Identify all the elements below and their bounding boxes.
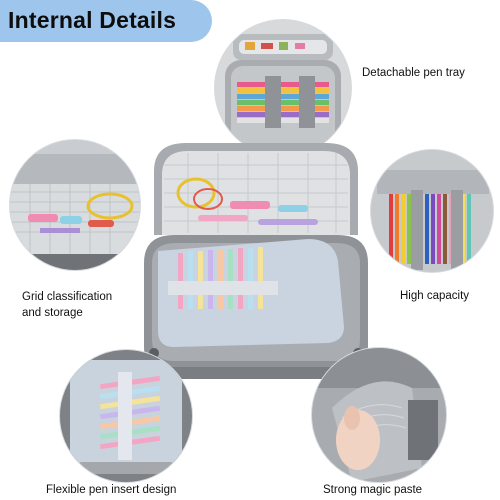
pen-insert-photo (60, 350, 192, 482)
high-capacity-photo (371, 150, 493, 272)
page-title: Internal Details (8, 7, 177, 33)
caption-magic-paste: Strong magic paste (323, 484, 423, 496)
grid-storage-photo (10, 140, 140, 270)
title-banner: Internal Details (0, 0, 212, 42)
caption-capacity: High capacity (400, 290, 470, 302)
magic-paste-photo (312, 348, 446, 482)
caption-pen-tray: Detachable pen tray (362, 67, 465, 79)
pencil-case-main-photo (138, 135, 374, 383)
pen-tray-photo (215, 20, 351, 156)
caption-pen-insert: Flexible pen insert design (46, 484, 177, 496)
caption-grid: Grid classification and storage (22, 291, 113, 319)
